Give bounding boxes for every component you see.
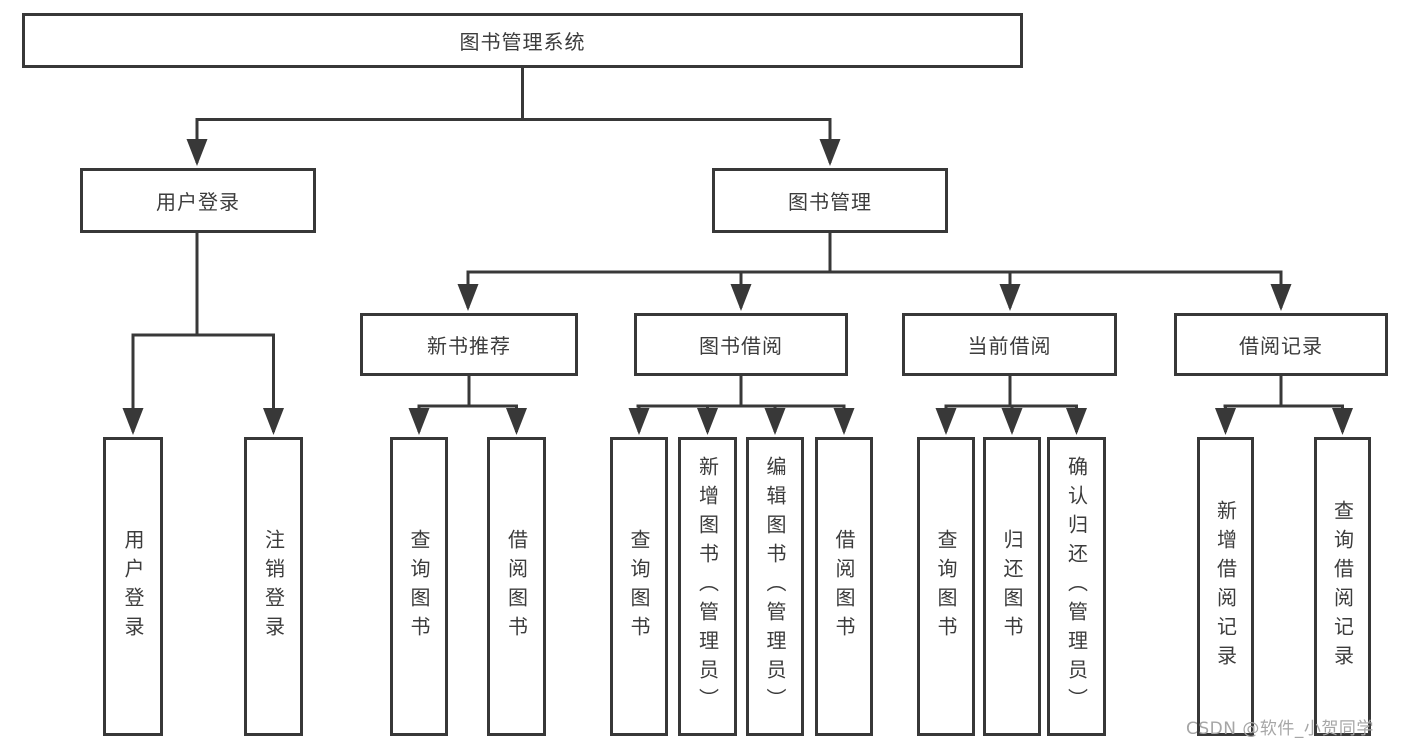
leaf-borrow-books-2-label: 借阅图书: [832, 528, 856, 645]
leaf-query-books-3: 查询图书: [917, 437, 975, 736]
leaf-edit-books-admin-label: 编辑图书（管理员）: [763, 456, 787, 717]
leaf-logout-label: 注销登录: [261, 528, 286, 645]
leaf-logout: 注销登录: [244, 437, 303, 736]
leaf-confirm-return-admin: 确认归还（管理员）: [1047, 437, 1106, 736]
leaf-query-books-1: 查询图书: [390, 437, 448, 736]
leaf-add-borrow-record-label: 新增借阅记录: [1213, 499, 1238, 674]
leaf-query-books-2-label: 查询图书: [627, 528, 651, 645]
leaf-user-login-label: 用户登录: [121, 528, 145, 645]
leaf-query-books-1-label: 查询图书: [407, 528, 431, 645]
leaf-query-books-2: 查询图书: [610, 437, 668, 736]
leaf-edit-books-admin: 编辑图书（管理员）: [746, 437, 804, 736]
leaf-query-books-3-label: 查询图书: [934, 528, 958, 645]
watermark: CSDN @软件_小贺同学: [1186, 719, 1374, 739]
leaf-add-books-admin-label: 新增图书（管理员）: [695, 456, 720, 717]
node-root: 图书管理系统: [22, 13, 1023, 68]
leaf-user-login: 用户登录: [103, 437, 163, 736]
leaf-query-borrow-record-label: 查询借阅记录: [1330, 499, 1355, 674]
leaf-borrow-books-1: 借阅图书: [487, 437, 546, 736]
leaf-borrow-books-1-label: 借阅图书: [504, 528, 529, 645]
node-new-book-recommend: 新书推荐: [360, 313, 578, 376]
leaf-add-books-admin: 新增图书（管理员）: [678, 437, 737, 736]
node-user-login: 用户登录: [80, 168, 316, 233]
leaf-return-books-label: 归还图书: [1000, 528, 1024, 645]
leaf-query-borrow-record: 查询借阅记录: [1314, 437, 1371, 736]
node-book-borrow: 图书借阅: [634, 313, 848, 376]
leaf-confirm-return-admin-label: 确认归还（管理员）: [1064, 456, 1089, 717]
node-book-management: 图书管理: [712, 168, 948, 233]
leaf-add-borrow-record: 新增借阅记录: [1197, 437, 1254, 736]
node-borrow-records: 借阅记录: [1174, 313, 1388, 376]
leaf-borrow-books-2: 借阅图书: [815, 437, 873, 736]
leaf-return-books: 归还图书: [983, 437, 1041, 736]
node-current-borrow: 当前借阅: [902, 313, 1117, 376]
